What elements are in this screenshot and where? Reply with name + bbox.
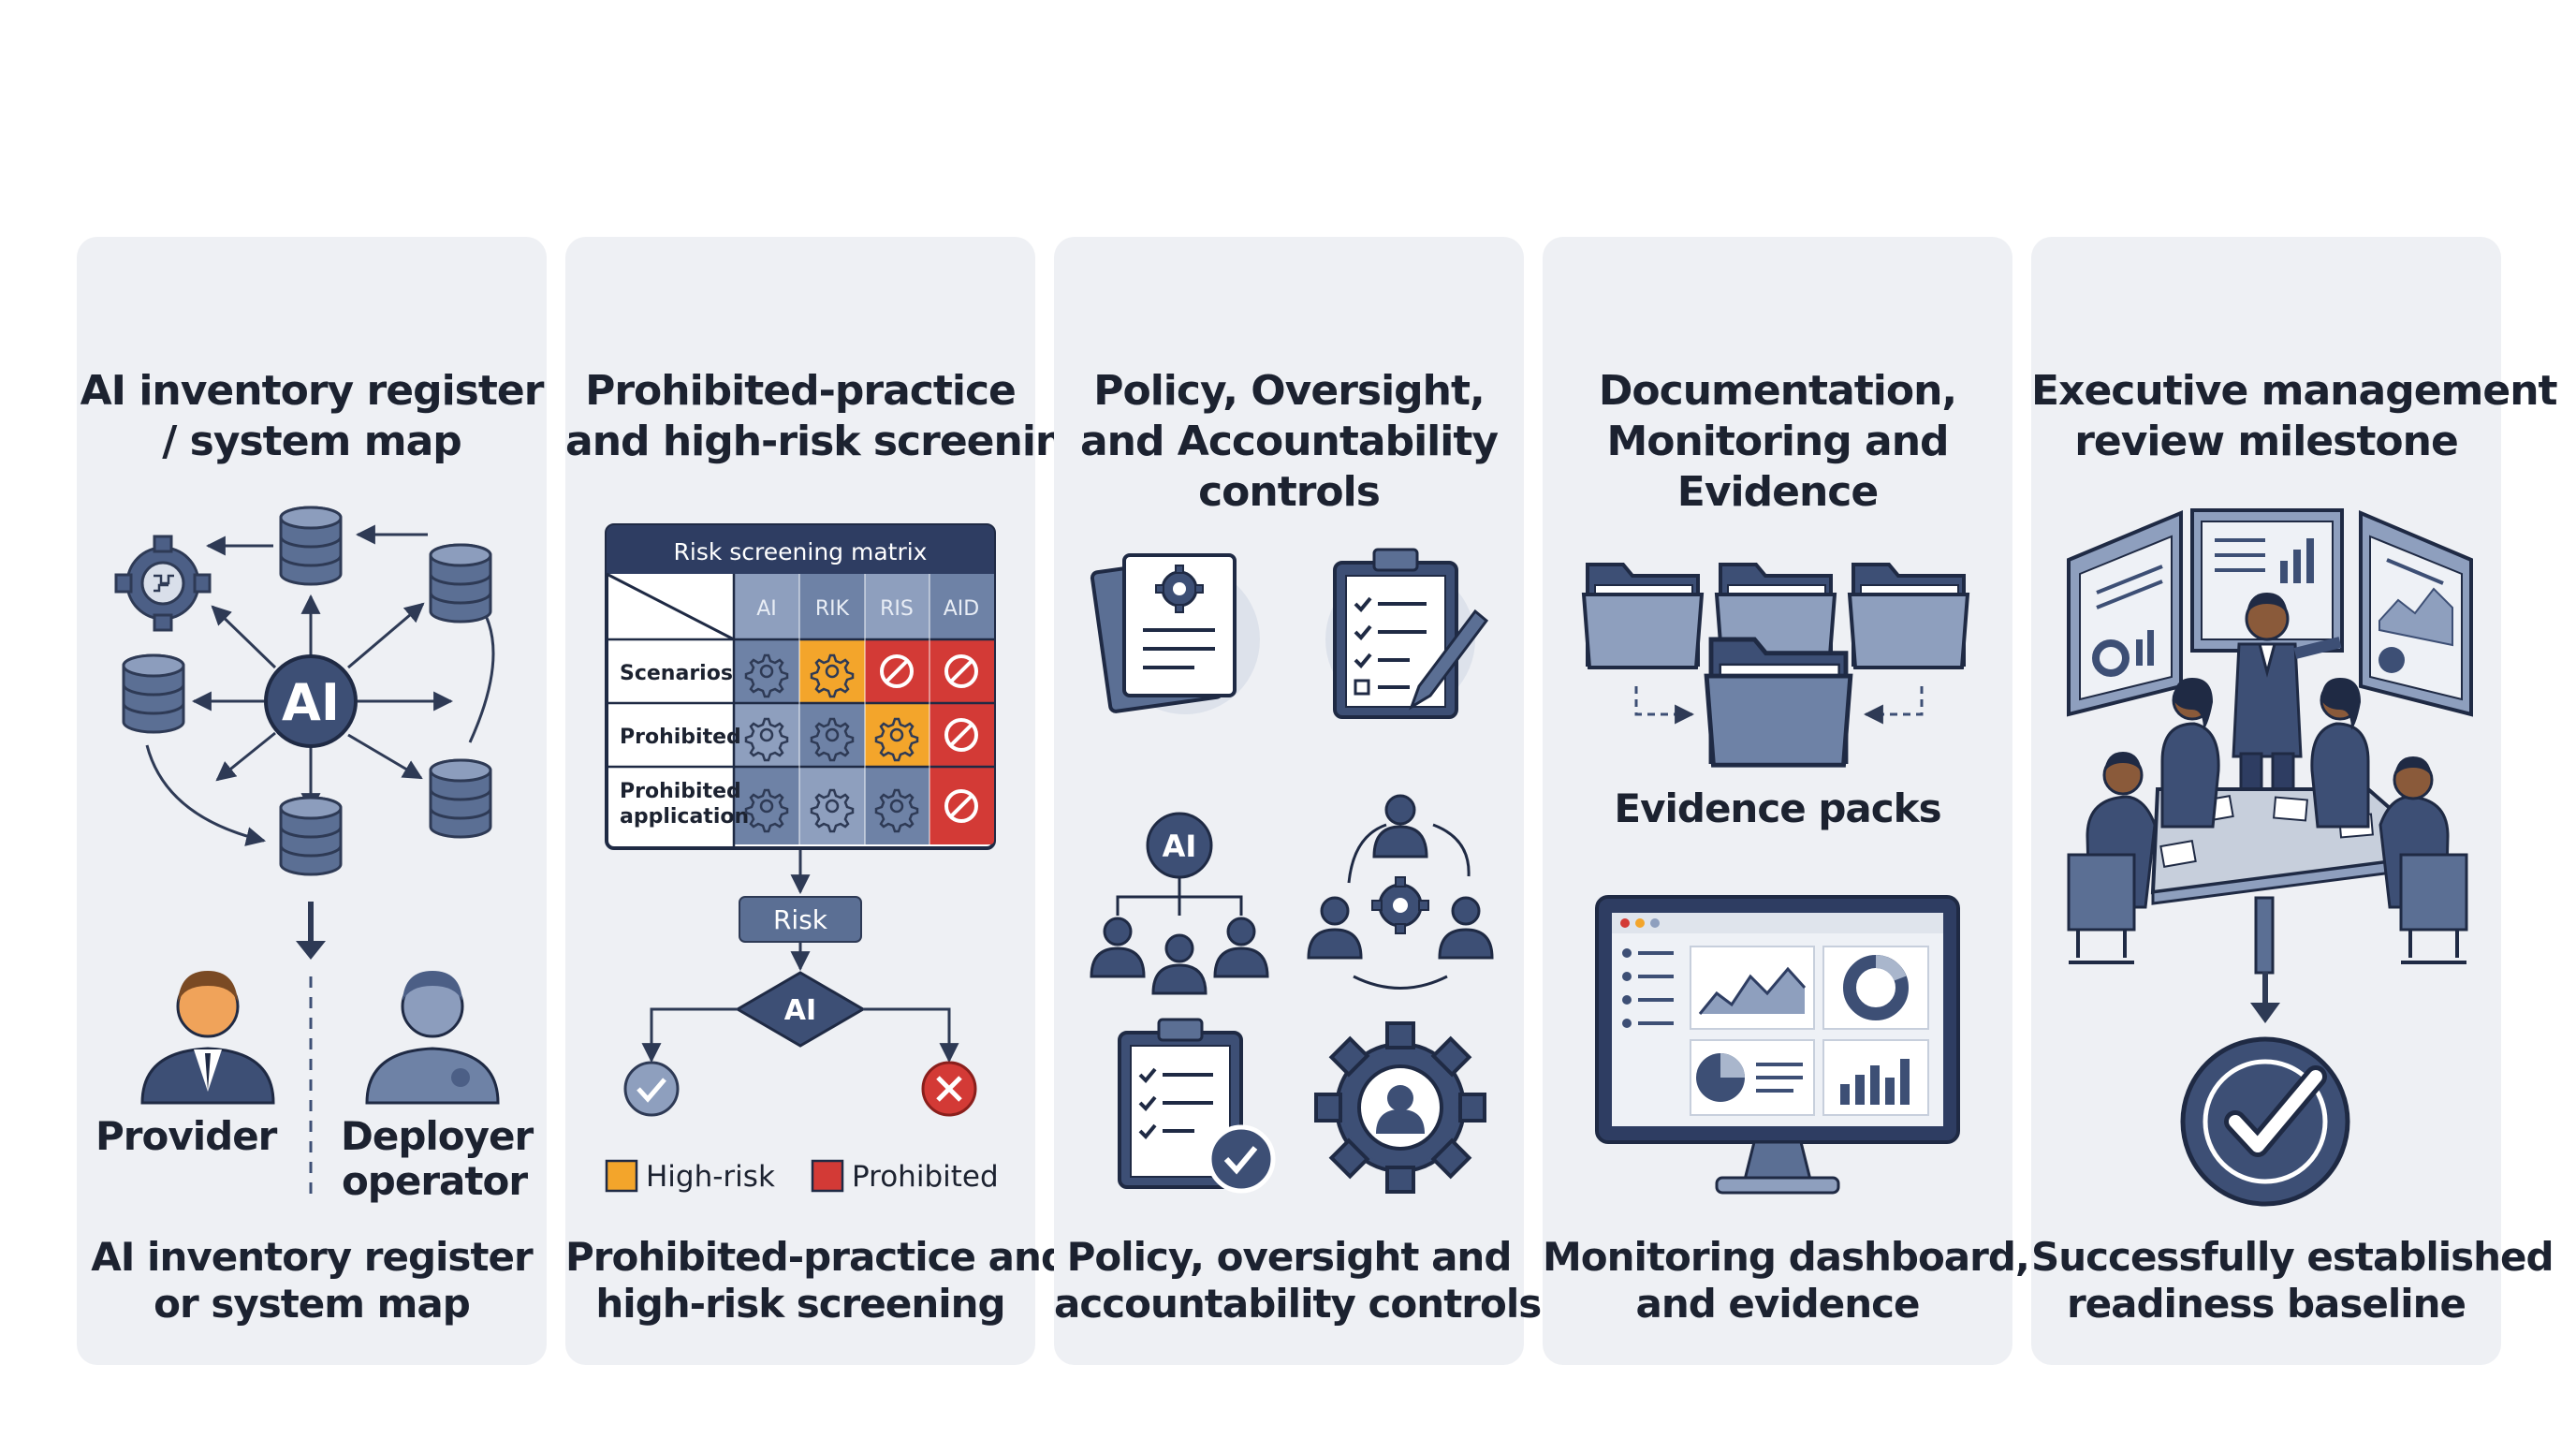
matrix-col-header: RIK [815,597,850,621]
ai-hub-icon [264,654,358,748]
gear-chip-icon [114,535,212,632]
folder-icon [1848,563,1969,669]
database-icon [429,543,492,624]
panel-caption: AI inventory register or system map [91,1234,533,1327]
matrix-row-label: Prohibited [620,726,741,749]
evidence-packs-label: Evidence packs [1614,785,1941,831]
evidence-diagram [1582,563,1969,1195]
panel-title: Policy, Oversight, and Accountability co… [1079,367,1499,516]
rejected-x-icon [921,1061,977,1117]
folder-icon [1704,637,1853,768]
panel-caption: Prohibited-practice and high-risk screen… [565,1234,1069,1327]
meeting-diagram [2067,508,2473,1207]
matrix-col-header: RIS [880,597,914,621]
matrix-row-label: Prohibited [620,780,741,803]
provider-person-icon [140,971,275,1105]
panel-title: Documentation, Monitoring and Evidence [1598,367,1957,516]
legend-label-high-risk: High-risk [646,1160,775,1194]
database-icon [279,506,343,586]
arrow-down-icon [296,902,326,960]
decision-diamond [735,971,866,1048]
panel-risk-screening: Prohibited-practice and high-risk screen… [565,237,1093,1365]
legend-swatch-prohibited [811,1159,844,1193]
panel-title: Executive management review milestone [2031,367,2558,465]
matrix-title: Risk screening matrix [674,538,928,565]
checklist-approved-icon [1118,1018,1276,1194]
check-badge-icon [2180,1036,2350,1207]
panel-executive-review: Executive management review milestone [2031,237,2558,1365]
folder-icon [1582,563,1704,669]
matrix-col-header: AID [944,597,979,621]
matrix-col-header: AI [756,597,777,621]
deployer-label: Deployer operator [341,1113,534,1204]
database-icon [429,758,492,839]
panel-ai-inventory: AI inventory register / system map [77,237,547,1365]
org-ai-label: AI [1163,829,1197,864]
matrix-row-label: application [620,805,749,829]
database-icon [122,653,185,734]
deployer-person-icon [365,971,500,1105]
policy-document-icon [1090,553,1260,714]
panel-caption: Policy, oversight and accountability con… [1054,1234,1542,1327]
monitor-dashboard-icon [1595,895,1960,1195]
panel-documentation-evidence: Documentation, Monitoring and Evidence [1543,237,2030,1365]
legend-swatch-high-risk [605,1159,638,1193]
panel-title: Prohibited-practice and high-risk screen… [565,367,1093,465]
system-map-diagram: AI [114,506,500,1201]
matrix-row-label: Scenarios [620,662,733,685]
ai-org-chart-icon: AI [1090,812,1269,995]
legend-label-prohibited: Prohibited [852,1160,999,1194]
clipboard-pen-icon [1325,548,1489,719]
team-cycle-icon [1307,794,1494,990]
approved-check-icon [623,1061,680,1117]
provider-label: Provider [95,1113,277,1159]
panel-caption: Monitoring dashboard, and evidence [1543,1234,2030,1327]
panel-policy-controls: Policy, Oversight, and Accountability co… [1054,237,1542,1365]
arrow-down-icon [2250,972,2280,1023]
user-gear-icon [1314,1021,1486,1194]
decision-label: AI [784,994,816,1027]
risk-box-label: Risk [773,904,828,935]
risk-matrix-table: Risk screening matrix AI RIK RIS AID [605,523,996,850]
panel-caption: Successfully established readiness basel… [2031,1234,2554,1327]
policy-icons-grid: AI [1090,548,1494,1194]
panel-title: AI inventory register / system map [80,367,545,465]
ai-hub-label: AI [282,673,340,732]
risk-matrix-diagram: Risk screening matrix AI RIK RIS AID [605,523,999,1194]
meeting-scene-icon [2067,508,2473,975]
database-icon [279,796,343,876]
